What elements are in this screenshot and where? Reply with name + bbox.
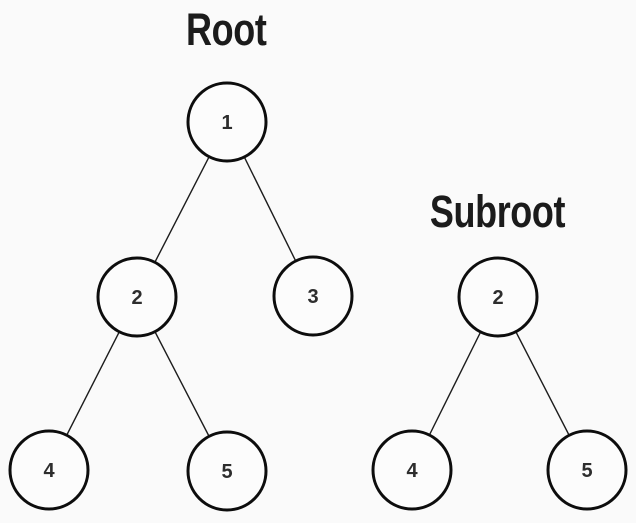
tree-node-label-3: 3 xyxy=(307,286,318,308)
tree-subroot: 2 4 5 xyxy=(371,256,628,511)
tree-root: 1 2 3 4 5 xyxy=(8,81,354,512)
tree-node-label-5: 5 xyxy=(221,461,232,483)
tree-node-circle-2 xyxy=(96,256,178,338)
tree-node-label-2: 2 xyxy=(492,287,503,309)
tree-node-circle-5 xyxy=(186,430,268,512)
tree-node-label-5: 5 xyxy=(581,460,592,482)
tree-node-label-4: 4 xyxy=(406,460,418,482)
tree-node-circle-3 xyxy=(272,255,354,337)
tree-node-circle-4 xyxy=(371,429,453,511)
tree-node-label-4: 4 xyxy=(43,460,55,482)
tree-node-circle-1 xyxy=(186,81,268,163)
tree-node-circle-2 xyxy=(457,256,539,338)
tree-node-label-1: 1 xyxy=(221,112,232,134)
tree-node-circle-5 xyxy=(546,429,628,511)
tree-node-circle-4 xyxy=(8,429,90,511)
tree-node-label-2: 2 xyxy=(131,287,142,309)
